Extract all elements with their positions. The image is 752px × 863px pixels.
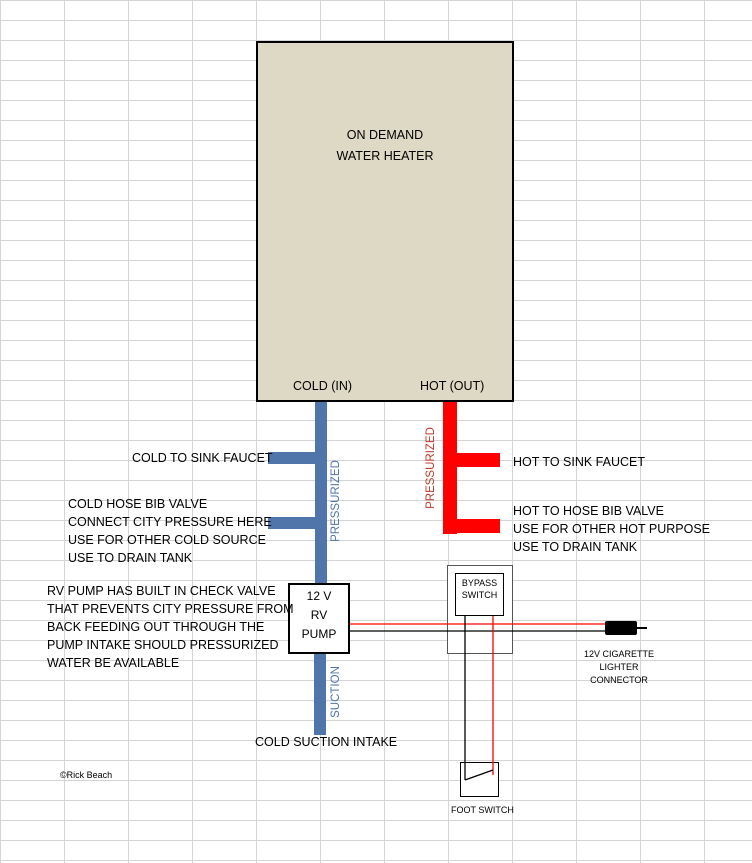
pump-label-line1: 12 V (306, 589, 332, 603)
cigarette-lighter-plug (605, 621, 637, 635)
foot-switch-label: FOOT SWITCH (451, 805, 514, 815)
connector-label-line: 12V CIGARETTE (583, 649, 655, 659)
cigarette-connector-label: 12V CIGARETTE LIGHTER CONNECTOR (578, 648, 660, 687)
cold-main-pipe-upper (315, 402, 327, 584)
hot-hose-bib-branch-pipe (443, 519, 500, 533)
cold-hose-bib-line: USE TO DRAIN TANK (68, 551, 193, 565)
hot-hose-bib-line: USE FOR OTHER HOT PURPOSE (513, 522, 711, 536)
cold-in-label: COLD (IN) (293, 379, 353, 393)
pump-label-line2: RV (310, 608, 328, 622)
pump-note-line: RV PUMP HAS BUILT IN CHECK VALVE (47, 584, 276, 598)
pump-note-line: PUMP INTAKE SHOULD PRESSURIZED (47, 638, 279, 652)
water-heater-title: ON DEMAND WATER HEATER (258, 125, 512, 167)
hot-hose-bib-label: HOT TO HOSE BIB VALVE USE FOR OTHER HOT … (513, 502, 710, 556)
pump-label-line3: PUMP (301, 627, 337, 641)
pump-note-line: BACK FEEDING OUT THROUGH THE (47, 620, 265, 634)
cold-sink-branch-pipe (268, 452, 318, 464)
water-heater-title-line2: WATER HEATER (336, 149, 434, 163)
pump-note-line: THAT PREVENTS CITY PRESSURE FROM (47, 602, 294, 616)
hot-out-label: HOT (OUT) (420, 379, 485, 393)
hot-sink-faucet-label: HOT TO SINK FAUCET (513, 455, 645, 469)
cold-suction-pipe (314, 654, 326, 735)
connector-label-line: LIGHTER (599, 662, 639, 672)
pump-check-valve-note: RV PUMP HAS BUILT IN CHECK VALVE THAT PR… (47, 582, 294, 672)
cold-suction-intake-label: COLD SUCTION INTAKE (255, 735, 398, 749)
water-heater-box: ON DEMAND WATER HEATER COLD (IN) HOT (OU… (256, 41, 514, 402)
hot-sink-branch-pipe (443, 453, 500, 467)
connector-label-line: CONNECTOR (590, 675, 648, 685)
hot-hose-bib-line: HOT TO HOSE BIB VALVE (513, 504, 664, 518)
water-heater-title-line1: ON DEMAND (346, 128, 424, 142)
rv-pump-box: 12 V RV PUMP (288, 583, 350, 654)
bypass-switch-line2: SWITCH (461, 590, 498, 600)
cold-sink-faucet-label: COLD TO SINK FAUCET (132, 451, 273, 465)
bypass-switch-line1: BYPASS (461, 578, 498, 588)
cold-hose-bib-line: COLD HOSE BIB VALVE (68, 497, 208, 511)
cold-hose-bib-line: USE FOR OTHER COLD SOURCE (68, 533, 266, 547)
pump-note-line: WATER BE AVAILABLE (47, 656, 180, 670)
foot-switch-contact-arm (464, 769, 494, 781)
hot-hose-bib-line: USE TO DRAIN TANK (513, 540, 638, 554)
cold-hose-bib-branch-pipe (268, 517, 318, 529)
cold-hose-bib-label: COLD HOSE BIB VALVE CONNECT CITY PRESSUR… (68, 495, 272, 567)
author-credit: ©Rick Beach (60, 770, 113, 780)
cold-hose-bib-line: CONNECT CITY PRESSURE HERE (68, 515, 272, 529)
bypass-switch: BYPASS SWITCH (455, 573, 504, 616)
